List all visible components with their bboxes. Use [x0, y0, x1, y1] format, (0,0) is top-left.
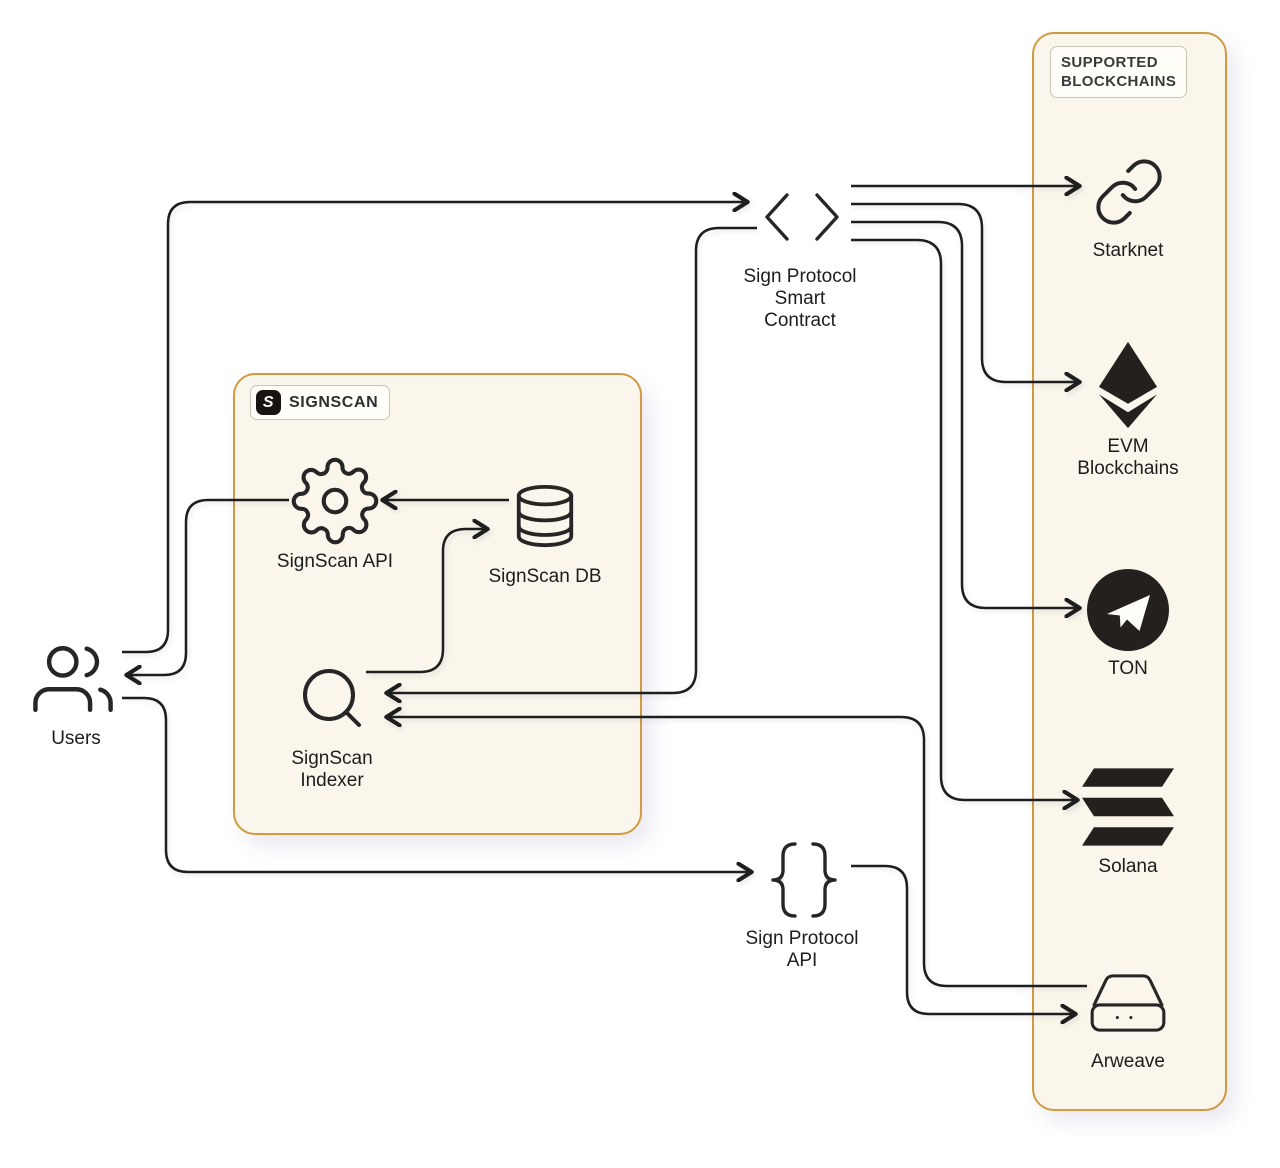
- signscan-badge-label: SIGNSCAN: [289, 393, 379, 411]
- signscan-logo: S: [256, 390, 281, 415]
- signscan-indexer-label: SignScan Indexer: [291, 748, 373, 791]
- supported-blockchains-title: SUPPORTED BLOCKCHAINS: [1050, 46, 1188, 98]
- database-icon: [510, 476, 580, 556]
- curly-braces-icon: [766, 840, 842, 920]
- panel-title-line1: SUPPORTED: [1061, 54, 1158, 71]
- protocol-api-label: Sign Protocol API: [745, 928, 859, 971]
- magnifier-icon: [296, 662, 368, 734]
- panel-title-line2: BLOCKCHAINS: [1061, 73, 1177, 90]
- starknet-label: Starknet: [1092, 240, 1164, 261]
- chain-link-icon: [1092, 152, 1166, 232]
- signscan-db-label: SignScan DB: [488, 566, 602, 587]
- users-icon: [32, 638, 114, 720]
- signscan-badge: S SIGNSCAN: [250, 385, 391, 420]
- evm-label: EVM Blockchains: [1077, 436, 1179, 479]
- storage-box-icon: [1087, 972, 1169, 1034]
- code-brackets-icon: [762, 190, 842, 244]
- solana-bars-icon: [1082, 768, 1174, 846]
- telegram-plane-icon: [1086, 568, 1170, 652]
- gear-icon: [290, 456, 380, 546]
- signscan-api-label: SignScan API: [276, 551, 394, 572]
- users-label: Users: [51, 728, 101, 749]
- smart-contract-label: Sign Protocol Smart Contract: [743, 266, 857, 331]
- arweave-label: Arweave: [1091, 1051, 1165, 1072]
- ethereum-icon: [1096, 340, 1160, 430]
- solana-label: Solana: [1098, 856, 1158, 877]
- ton-label: TON: [1108, 658, 1148, 679]
